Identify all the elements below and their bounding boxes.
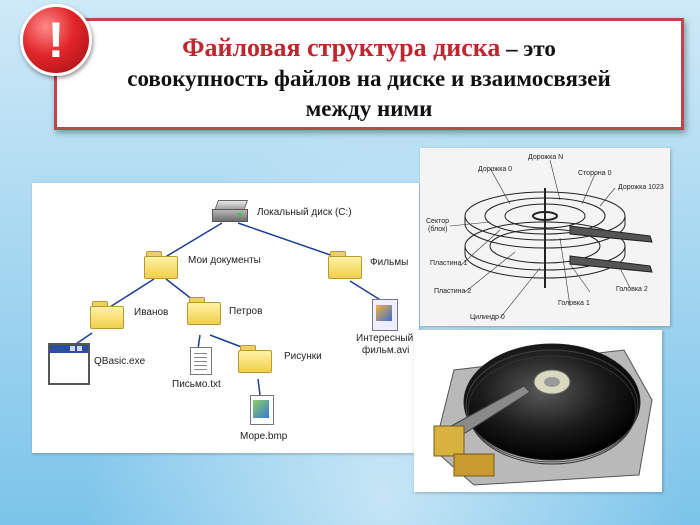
file-tree-panel: Локальный диск (C:) Мои документы Фильмы…: [32, 183, 419, 453]
cylinder-0-label: Цилиндр 0: [470, 314, 505, 321]
platter-2-label: Пластина 2: [434, 288, 472, 295]
letter-label: Письмо.txt: [172, 379, 221, 390]
sector-label-line2: (блок): [428, 226, 448, 233]
title-banner: Файловая структура диска – это совокупно…: [54, 18, 684, 130]
application-window-icon: [48, 343, 90, 385]
sea-label: Море.bmp: [240, 431, 288, 442]
text-file-icon: [190, 347, 212, 375]
head-2-label: Головка 2: [616, 286, 648, 293]
petrov-label: Петров: [229, 306, 263, 317]
platter-drawing: [449, 159, 653, 319]
video-file-icon: [372, 299, 398, 331]
movies-label: Фильмы: [370, 257, 409, 268]
exclamation-icon: !: [20, 4, 92, 76]
movie-label-line1: Интересный: [356, 333, 414, 344]
disk-structure-diagram: Дорожка N Дорожка 0 Сторона 0 Дорожка 10…: [420, 148, 670, 326]
track-0-label: Дорожка 0: [478, 166, 513, 173]
ivanov-folder-icon: [90, 301, 124, 329]
title-line-2: совокупность файлов на диске и взаимосвя…: [127, 66, 611, 91]
pictures-label: Рисунки: [284, 351, 322, 362]
hard-drive-photo: [414, 330, 662, 492]
side-0-label: Сторона 0: [578, 170, 612, 177]
movie-label-line2: фильм.avi: [362, 345, 410, 356]
head-1-label: Головка 1: [558, 300, 590, 307]
local-disk-icon: [212, 200, 249, 222]
bitmap-file-icon: [250, 395, 274, 425]
track-n-label: Дорожка N: [528, 154, 564, 161]
sector-label-line1: Сектор: [426, 218, 450, 225]
title-line-3: между ними: [305, 96, 433, 121]
track-1023-label: Дорожка 1023: [618, 184, 664, 191]
movies-folder-icon: [328, 251, 362, 279]
petrov-folder-icon: [187, 297, 221, 325]
hard-drive-illustration: [433, 343, 653, 486]
my-documents-folder-icon: [144, 251, 178, 279]
qbasic-label: QBasic.exe: [94, 356, 146, 367]
title-line-1: Файловая структура диска – это: [57, 33, 681, 64]
pictures-folder-icon: [238, 345, 272, 373]
title-highlight: Файловая структура диска: [182, 33, 501, 62]
platter-1-label: Пластина 1: [430, 260, 468, 267]
root-label: Локальный диск (C:): [257, 207, 352, 218]
ivanov-label: Иванов: [134, 307, 169, 318]
my-documents-label: Мои документы: [188, 255, 261, 266]
title-rest: – это: [500, 36, 556, 61]
